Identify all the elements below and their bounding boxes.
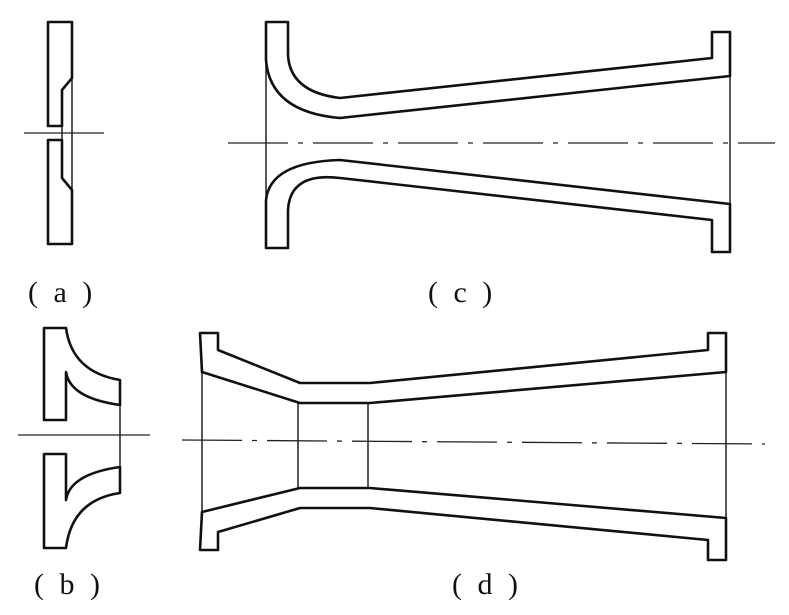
part-a-orifice-plate — [24, 20, 104, 246]
part-d-lower-wall — [198, 486, 728, 562]
part-a-lower-section — [46, 138, 74, 246]
part-d-centerline — [181, 439, 766, 445]
part-c-venturi-nozzle — [228, 20, 775, 254]
part-a-upper-section — [46, 20, 74, 128]
label-c: ( c ) — [428, 276, 497, 309]
part-d-venturi-tube — [181, 331, 766, 562]
part-d-throat-chamber — [297, 402, 369, 489]
part-c-lower-wall — [264, 158, 732, 254]
label-b: ( b ) — [34, 568, 104, 601]
part-b-upper-section — [42, 326, 122, 422]
part-b-lower-section — [42, 452, 122, 550]
label-a: ( a ) — [28, 276, 97, 309]
part-d-upper-wall — [198, 331, 728, 405]
part-c-upper-wall — [264, 20, 732, 120]
part-b-flow-nozzle — [18, 326, 150, 550]
label-d: ( d ) — [452, 568, 522, 601]
